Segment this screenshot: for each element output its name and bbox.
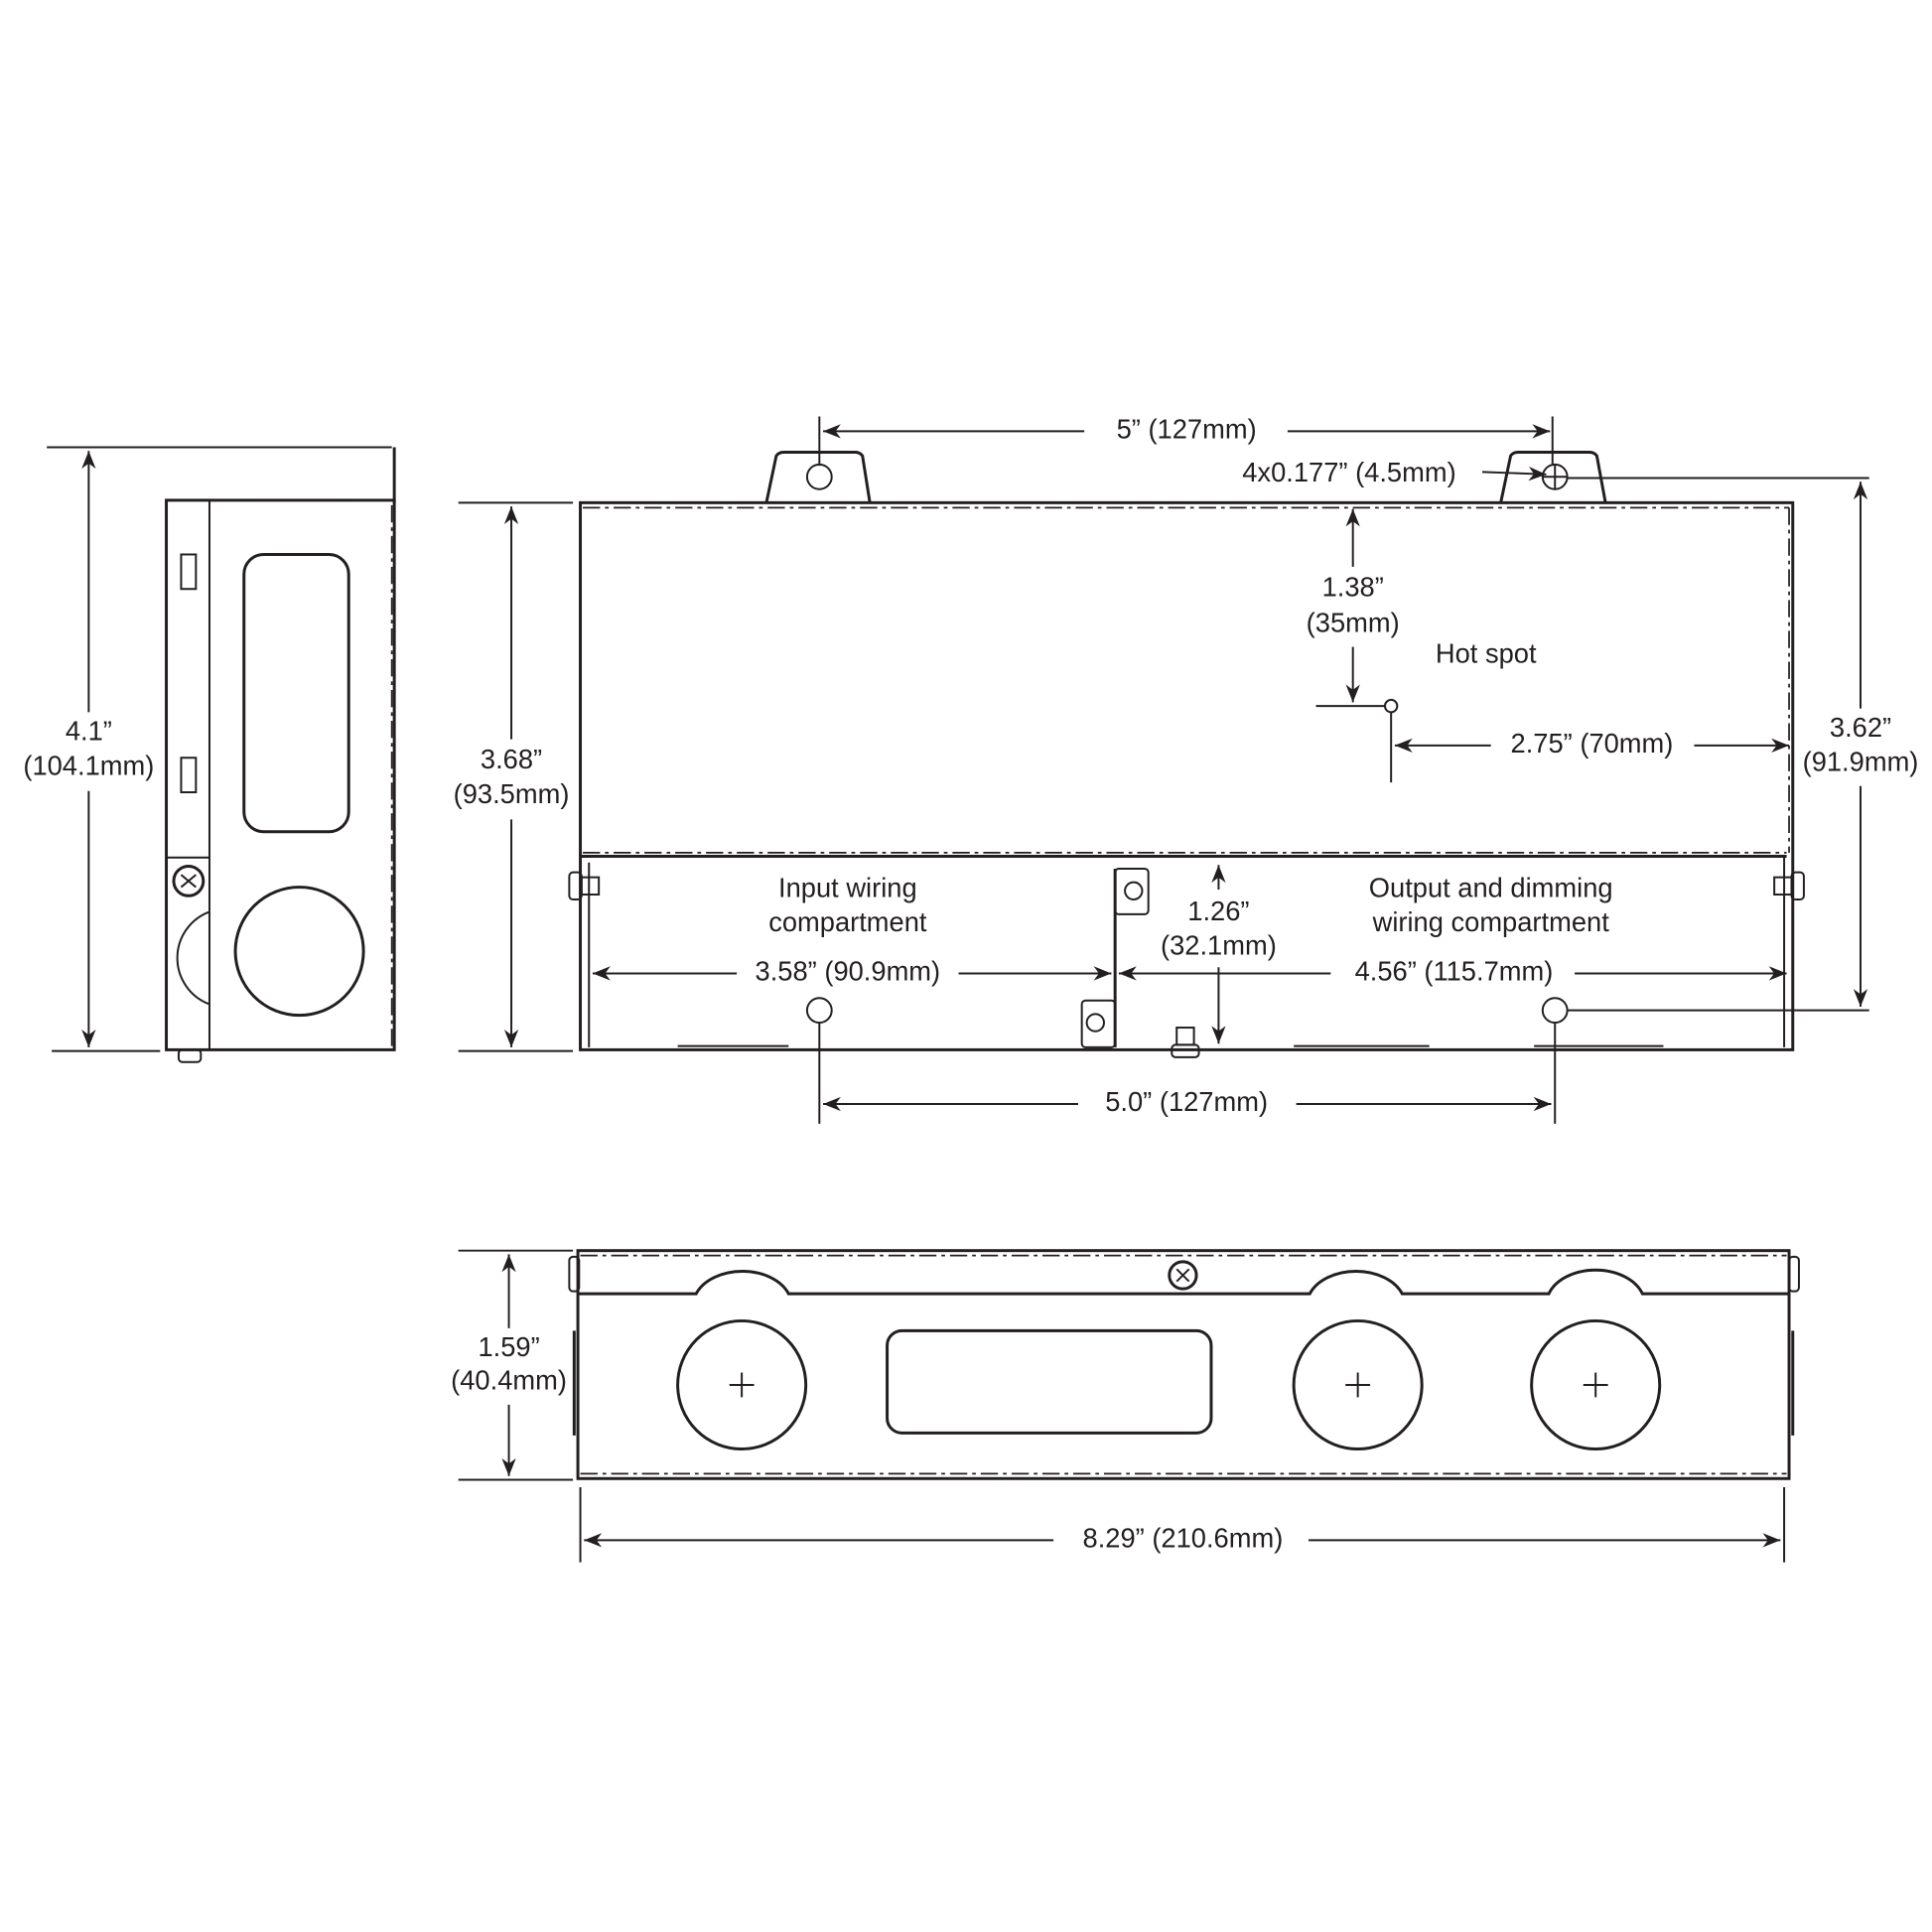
knockout (676, 1318, 808, 1450)
hotspot-top-in: 1.38” (1322, 571, 1384, 602)
output-width: 4.56” (115.7mm) (1355, 956, 1554, 987)
screw-icon (172, 864, 206, 897)
bottom-mount-spacing: 5.0” (127mm) (1105, 1086, 1268, 1117)
mount-hole (805, 463, 833, 490)
hole-spacing-vertical-in: 3.62” (1830, 712, 1891, 743)
slot (180, 757, 198, 794)
window-cutout (886, 1328, 1213, 1435)
output-compartment-label-1: Output and dimming (1369, 872, 1613, 902)
output-compartment-label-2: wiring compartment (1372, 906, 1610, 937)
side-view: 4.1” (104.1mm) (23, 446, 396, 1063)
overall-length: 8.29” (210.6mm) (1083, 1523, 1284, 1554)
hotspot-side-distance: 2.75” (70mm) (1511, 728, 1674, 759)
bottom-view: 1.59” (40.4mm) 8.29” (210.6mm) (451, 1249, 1800, 1563)
hole-spacing-vertical-mm: (91.9mm) (1803, 747, 1919, 777)
input-compartment-label-1: Input wiring (778, 872, 917, 902)
knockout (1530, 1318, 1662, 1450)
knockout (233, 886, 365, 1018)
front-height-in: 3.68” (481, 744, 542, 774)
input-compartment-label-2: compartment (768, 906, 927, 937)
window-cutout (242, 552, 350, 834)
knockout (1292, 1318, 1424, 1450)
slot (180, 553, 198, 591)
hotspot-marker (1383, 698, 1399, 714)
hotspot-label: Hot spot (1436, 637, 1537, 668)
side-height-mm: (104.1mm) (23, 750, 154, 780)
bottom-height-mm: (40.4mm) (451, 1365, 567, 1396)
input-width: 3.58” (90.9mm) (756, 956, 941, 987)
screw-icon (1168, 1260, 1198, 1291)
mount-hole (805, 997, 833, 1025)
mount-hole-label: 4x0.177” (4.5mm) (1242, 457, 1455, 487)
top-mount-spacing: 5” (127mm) (1117, 414, 1257, 445)
hotspot-top-mm: (35mm) (1307, 607, 1400, 637)
front-view: 5” (127mm) 4x0.177” (4.5mm) 3.68” (93.5m… (454, 414, 1919, 1124)
compartment-height-in: 1.26” (1187, 896, 1249, 926)
side-height-in: 4.1” (66, 716, 112, 747)
front-height-mm: (93.5mm) (454, 778, 570, 809)
bottom-height-in: 1.59” (478, 1331, 539, 1362)
compartment-height-mm: (32.1mm) (1161, 930, 1277, 961)
mount-hole (1541, 997, 1569, 1025)
